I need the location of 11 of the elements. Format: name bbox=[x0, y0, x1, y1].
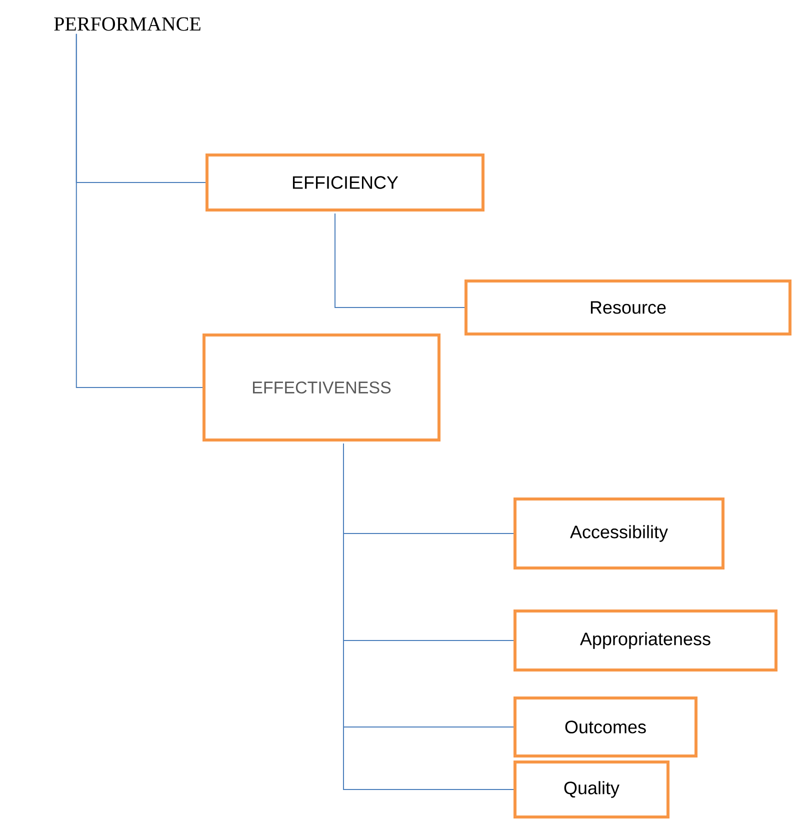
category-box: Resource bbox=[464, 280, 792, 336]
connector-line bbox=[343, 443, 514, 790]
connector-line bbox=[76, 33, 203, 388]
category-box: EFFICIENCY bbox=[206, 154, 484, 212]
category-box: Accessibility bbox=[514, 498, 724, 570]
category-box: Quality bbox=[514, 760, 670, 818]
category-box: EFFECTIVENESS bbox=[202, 334, 440, 442]
category-box: Appropriateness bbox=[514, 610, 778, 672]
category-box: Outcomes bbox=[514, 696, 698, 758]
title-text: PERFORMANCE bbox=[54, 17, 200, 31]
connector-line bbox=[334, 213, 465, 308]
